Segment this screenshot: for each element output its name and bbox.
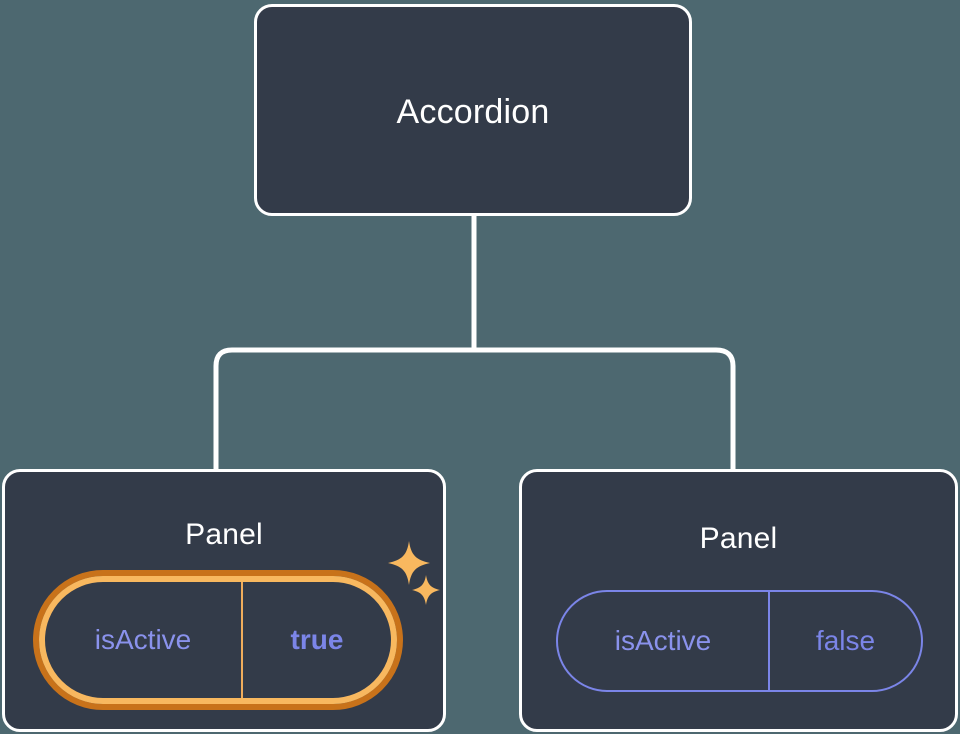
prop-pill-isactive-false[interactable]: isActive false — [556, 590, 923, 692]
node-accordion[interactable]: Accordion — [254, 4, 692, 216]
node-accordion-label: Accordion — [396, 93, 550, 131]
node-panel-active-label: Panel — [185, 518, 263, 551]
prop-pill-inner-ring: isActive true — [39, 576, 397, 704]
prop-key-label: isActive — [94, 624, 192, 655]
prop-value-label: true — [241, 582, 391, 698]
prop-key-label: isActive — [614, 625, 712, 656]
node-panel-inactive-label: Panel — [699, 522, 778, 555]
edge-branch-bar — [213, 347, 736, 469]
prop-value-label: false — [768, 592, 921, 690]
prop-pill-isactive-true[interactable]: isActive true — [33, 570, 403, 710]
